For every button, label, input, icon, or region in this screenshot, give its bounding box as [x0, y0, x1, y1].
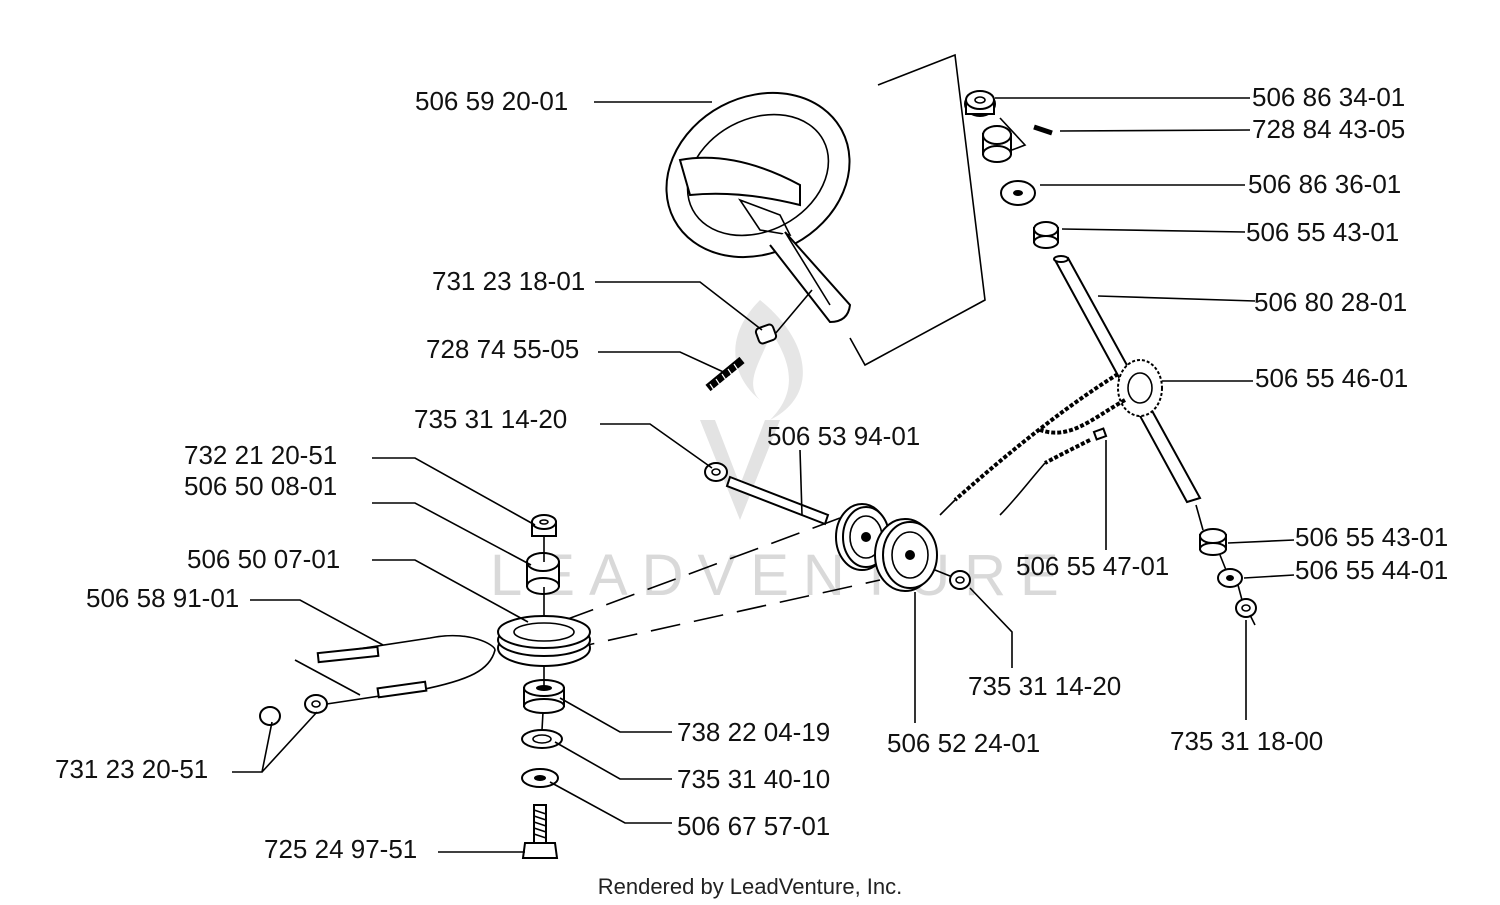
- steering-pulley-drawing: [497, 514, 591, 859]
- label-p02: 731 23 18-01: [432, 266, 585, 296]
- label-p19: 506 80 28-01: [1254, 287, 1407, 317]
- belt-lower: [564, 579, 881, 651]
- label-p01: 506 59 20-01: [415, 86, 568, 116]
- label-p21: 506 55 47-01: [1016, 551, 1169, 581]
- label-p17: 506 86 36-01: [1248, 169, 1401, 199]
- label-p05: 506 53 94-01: [767, 421, 920, 451]
- watermark-v-icon: [700, 420, 780, 520]
- label-p20: 506 55 46-01: [1255, 363, 1408, 393]
- label-p25: 735 31 14-20: [968, 671, 1121, 701]
- label-p06: 732 21 20-51: [184, 440, 337, 470]
- label-p24: 735 31 18-00: [1170, 726, 1323, 756]
- label-p26: 506 52 24-01: [887, 728, 1040, 758]
- label-p22: 506 55 43-01: [1295, 522, 1448, 552]
- belt-upper: [564, 517, 841, 621]
- screw-drawing: [705, 356, 745, 392]
- label-p08: 506 50 07-01: [187, 544, 340, 574]
- label-p09: 506 58 91-01: [86, 583, 239, 613]
- label-p10: 731 23 20-51: [55, 754, 208, 784]
- label-p15: 506 86 34-01: [1252, 82, 1405, 112]
- steering-cable-drawing: [259, 634, 496, 726]
- label-p07: 506 50 08-01: [184, 471, 337, 501]
- label-p16: 728 84 43-05: [1252, 114, 1405, 144]
- steering-shaft-drawing: [953, 90, 1257, 626]
- label-p11: 725 24 97-51: [264, 834, 417, 864]
- assembly-outline: [849, 53, 986, 367]
- label-p03: 728 74 55-05: [426, 334, 579, 364]
- footer-credit: Rendered by LeadVenture, Inc.: [598, 874, 903, 899]
- label-p14: 506 67 57-01: [677, 811, 830, 841]
- label-p18: 506 55 43-01: [1246, 217, 1399, 247]
- label-p23: 506 55 44-01: [1295, 555, 1448, 585]
- label-p13: 735 31 40-10: [677, 764, 830, 794]
- label-p12: 738 22 04-19: [677, 717, 830, 747]
- label-p04: 735 31 14-20: [414, 404, 567, 434]
- steering-wheel-drawing: [665, 91, 852, 324]
- idler-pulleys-drawing: [704, 462, 971, 592]
- watermark-text: LEADVENTURE: [490, 543, 1073, 608]
- leader-lines: [232, 97, 1295, 853]
- nut-drawing: [754, 289, 813, 345]
- part-labels: 506 59 20-01 731 23 18-01 728 74 55-05 7…: [55, 82, 1448, 864]
- watermark-flame-icon: [735, 300, 803, 420]
